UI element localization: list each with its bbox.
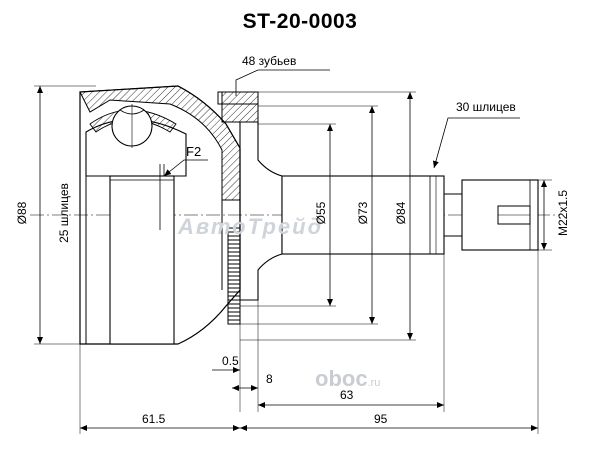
collar	[221, 91, 259, 123]
collar-outline	[217, 91, 259, 105]
thread-label: M22x1.5	[556, 189, 570, 237]
inner-shaft-block	[109, 175, 175, 345]
housing-section-hatch	[79, 85, 241, 201]
stem-body	[281, 175, 445, 255]
stem-neck	[239, 121, 283, 301]
d73-label: Ø73	[356, 201, 370, 225]
d88-label: Ø88	[15, 201, 29, 225]
watermark-autotrade: АвтоТрейд	[178, 214, 324, 239]
splines-inner-label: 25 шлицев	[57, 183, 71, 243]
dim-8-label: 8	[266, 372, 273, 386]
part-number-title: ST-20-0003	[242, 10, 358, 33]
dim-61-5-label: 61.5	[142, 412, 166, 426]
splines-leader	[432, 117, 520, 169]
abs-ring	[227, 227, 241, 325]
f2-label: F2	[186, 144, 202, 159]
f2-leader	[163, 159, 208, 177]
dim-95-label: 95	[374, 412, 388, 426]
dim-63-label: 63	[340, 388, 354, 402]
d55-label: Ø55	[314, 201, 328, 225]
teeth-label: 48 зубьев	[242, 54, 297, 68]
dim-0-5-label: 0.5	[222, 354, 239, 368]
splines-outer-label: 30 шлицев	[456, 100, 516, 114]
teeth-leader	[235, 69, 330, 96]
watermark-oboc: oboc.ru	[315, 366, 381, 391]
d84-label: Ø84	[394, 201, 408, 225]
